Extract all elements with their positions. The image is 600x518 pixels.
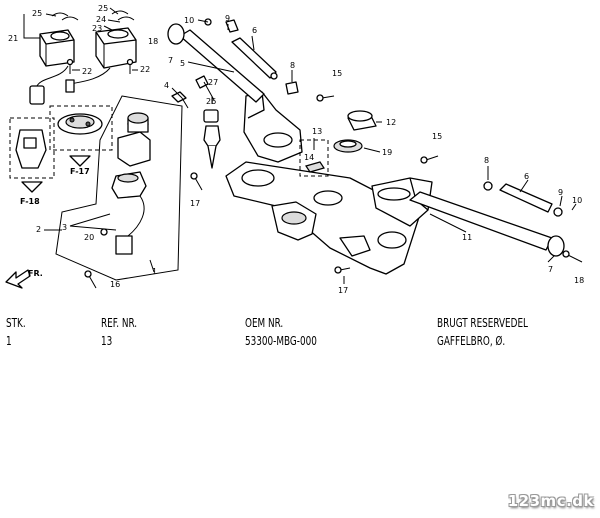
clips-top	[51, 10, 135, 21]
row-ref-nr: 13	[101, 334, 113, 348]
callout-10: 10	[184, 16, 194, 25]
f18-reference-box	[9, 117, 55, 193]
handlebar-left-holder	[243, 91, 303, 163]
callout-12: 12	[386, 118, 396, 127]
screws-22	[66, 58, 134, 74]
callout-10: 10	[572, 196, 582, 205]
row-description: GAFFELBRO, Ø.	[437, 334, 506, 348]
callout-8: 8	[484, 156, 489, 165]
switch-housing-left	[39, 29, 75, 67]
callout-20: 20	[84, 233, 94, 242]
ignition-switch	[100, 112, 151, 255]
callout-26: 26	[206, 97, 216, 106]
fr-label: FR.	[28, 269, 43, 278]
callout-19: 19	[382, 148, 392, 157]
callout-2: 2	[36, 225, 41, 234]
callout-17: 17	[190, 199, 200, 208]
callout-22: 22	[82, 67, 92, 76]
ignition-outline-box	[55, 95, 183, 281]
callout-7: 7	[548, 265, 553, 274]
callout-11: 11	[462, 233, 472, 242]
callout-25: 25	[98, 4, 108, 13]
bolts-15	[316, 94, 439, 274]
row-oem-nr: 53300-MBG-000	[245, 334, 317, 348]
header-qty: STK.	[6, 316, 26, 330]
header-oem-nr: OEM NR.	[245, 316, 284, 330]
callout-4: 4	[164, 81, 169, 90]
callout-15: 15	[332, 69, 342, 78]
callout-27: 27	[208, 78, 218, 87]
header-description: BRUGT RESERVEDEL	[437, 316, 528, 330]
callout-13: 13	[312, 127, 322, 136]
callout-8: 8	[290, 61, 295, 70]
callout-6: 6	[524, 172, 529, 181]
callout-15: 15	[432, 132, 442, 141]
callout-5: 5	[180, 59, 185, 68]
screw-16	[84, 270, 97, 289]
top-bridge	[225, 161, 421, 275]
callout-9: 9	[558, 188, 563, 197]
switch-housing-right	[95, 27, 137, 69]
callout-18: 18	[148, 37, 158, 46]
callout-24: 24	[96, 15, 106, 24]
callout-21: 21	[8, 34, 18, 43]
f17-reference-box	[49, 105, 113, 167]
callout-7: 7	[168, 56, 173, 65]
bar-end-right	[483, 181, 583, 263]
callout-17: 17	[338, 286, 348, 295]
leader-lines	[23, 7, 577, 284]
bar-end-left	[204, 18, 299, 95]
callout-18: 18	[574, 276, 584, 285]
f17-label: F-17	[70, 167, 90, 176]
callout-23: 23	[92, 24, 102, 33]
callout-16: 16	[110, 280, 120, 289]
handlebar-right-pipe	[409, 191, 565, 257]
site-watermark: 123mc.dk	[507, 492, 594, 510]
screw-17-left	[190, 172, 203, 191]
callout-3: 3	[62, 223, 67, 232]
key-assembly	[171, 75, 221, 169]
callout-9: 9	[225, 14, 230, 23]
callout-labels: 25 21 25 24 23 22 22 F-17 F-18 2 3 20 1 …	[8, 4, 584, 295]
steering-stem-nut	[333, 110, 377, 153]
header-ref-nr: REF. NR.	[101, 316, 138, 330]
handlebar-left-pipe	[167, 23, 265, 103]
callout-6: 6	[252, 26, 257, 35]
row-qty: 1	[6, 334, 12, 348]
front-direction-arrow	[5, 269, 31, 289]
f18-label: F-18	[20, 197, 40, 206]
callout-25: 25	[32, 9, 42, 18]
parts-exploded-diagram: 25 21 25 24 23 22 22 F-17 F-18 2 3 20 1 …	[5, 4, 584, 295]
callout-14: 14	[304, 153, 314, 162]
switch-wire-harness	[29, 65, 111, 105]
callout-22: 22	[140, 65, 150, 74]
callout-1: 1	[152, 267, 157, 276]
